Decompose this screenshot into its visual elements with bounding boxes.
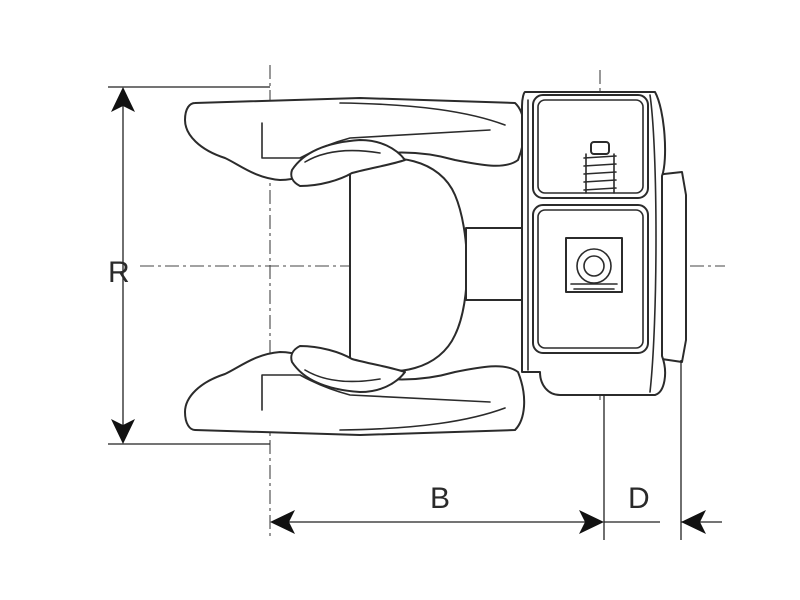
r-arrow-bottom [111, 419, 135, 444]
r-label: R [108, 256, 130, 289]
spring-pin [583, 141, 617, 194]
b-label: B [430, 482, 450, 515]
hub-right-edge [649, 94, 657, 393]
lock-button-inner-ring [583, 255, 605, 277]
hub-lower-window-inner [537, 209, 644, 349]
dimension-d: D [604, 482, 722, 534]
extension-lines [108, 86, 682, 540]
lower-claw-inner [304, 369, 381, 383]
r-arrow-top [111, 87, 135, 112]
d-arrow-right [681, 510, 706, 534]
upper-arm-edge [339, 102, 506, 126]
spring-coil [583, 155, 617, 191]
lock-button-base [570, 283, 618, 290]
yoke-inner-bore [349, 157, 468, 373]
lock-button-outer-ring [576, 248, 612, 284]
hub-collar [521, 91, 687, 396]
b-arrow-right [579, 510, 604, 534]
b-arrow-left [270, 510, 295, 534]
dimension-b: B [270, 482, 604, 534]
lock-button-frame [565, 237, 623, 293]
lower-arm-edge [339, 407, 506, 431]
dimension-r: R [108, 87, 135, 444]
spring-pin-cap [590, 141, 610, 155]
spring-outline [585, 153, 615, 194]
d-label: D [628, 482, 650, 515]
upper-claw-inner [304, 149, 381, 163]
yoke-part [184, 97, 526, 436]
upper-claw [290, 139, 406, 187]
yoke-neck [465, 227, 523, 301]
lock-button-symbol [565, 237, 623, 293]
lower-claw [290, 345, 406, 393]
hub-upper-window-inner [537, 99, 644, 194]
